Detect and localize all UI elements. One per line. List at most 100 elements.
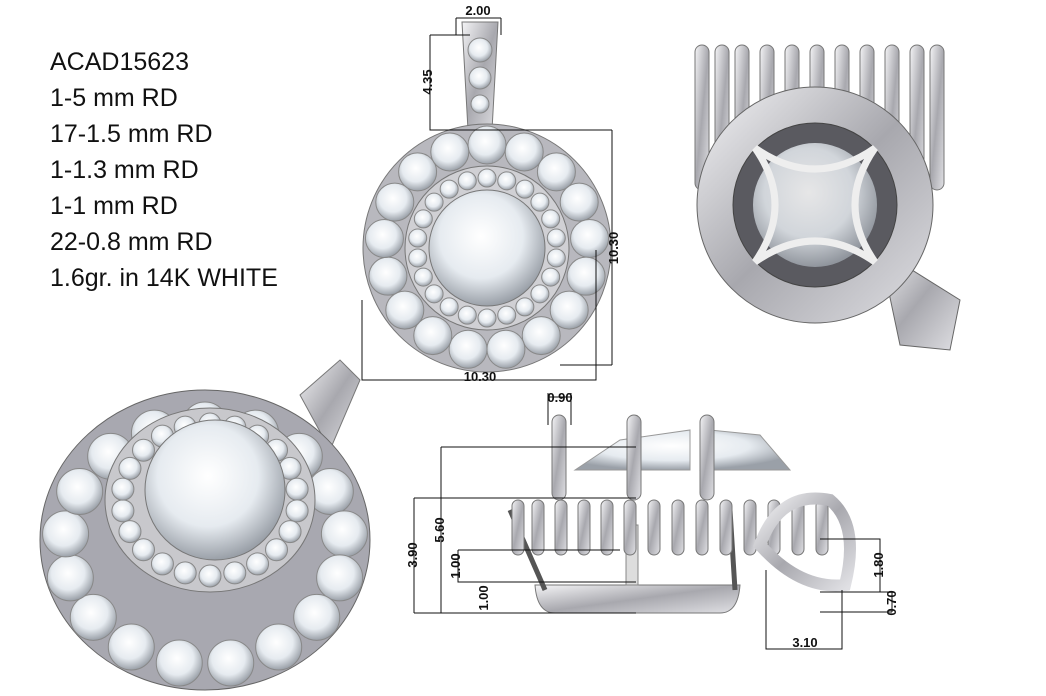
halo-stone bbox=[368, 256, 408, 296]
bail-stone bbox=[470, 94, 490, 114]
dim-base-height: 3.90 bbox=[405, 542, 420, 567]
halo-stone bbox=[546, 248, 566, 268]
halo-stone bbox=[430, 132, 470, 172]
halo-stone bbox=[278, 520, 302, 544]
center-stone bbox=[428, 189, 546, 307]
prong bbox=[626, 414, 642, 501]
spec-line: 1-1.3 mm RD bbox=[50, 156, 199, 184]
prong bbox=[743, 499, 757, 556]
halo-stone bbox=[497, 171, 517, 191]
back-view bbox=[694, 44, 961, 351]
dim-prong-width: 0.90 bbox=[547, 390, 572, 405]
halo-stone bbox=[541, 209, 561, 229]
halo-stone bbox=[316, 554, 364, 602]
halo-stone bbox=[118, 456, 142, 480]
dim-height: 10.30 bbox=[606, 232, 621, 265]
side-view bbox=[507, 414, 856, 614]
halo-stone bbox=[467, 125, 507, 165]
halo-stone bbox=[265, 538, 289, 562]
prong bbox=[577, 499, 591, 556]
side-dimensions: 0.90 5.60 3.90 1.00 1.00 1.80 0.70 3.10 bbox=[405, 390, 899, 650]
front-dimensions: 2.00 4.35 10.30 10.30 bbox=[361, 3, 621, 384]
halo-stone bbox=[570, 218, 610, 258]
perspective-view bbox=[39, 359, 371, 691]
bail-stone bbox=[467, 37, 493, 63]
dim-bail-opening-height: 1.80 bbox=[871, 552, 886, 577]
dim-bail-thickness: 0.70 bbox=[884, 590, 899, 615]
halo-stone bbox=[46, 554, 94, 602]
halo-stone bbox=[439, 297, 459, 317]
halo-stone bbox=[111, 499, 135, 523]
halo-stone bbox=[173, 561, 197, 585]
dim-bail-opening-width: 3.10 bbox=[792, 635, 817, 650]
prong bbox=[699, 414, 715, 501]
halo-stone bbox=[198, 564, 222, 588]
halo-stone bbox=[413, 316, 453, 356]
halo-stone bbox=[375, 182, 415, 222]
halo-stone bbox=[521, 316, 561, 356]
halo-stone bbox=[42, 510, 90, 558]
halo-stone bbox=[439, 179, 459, 199]
halo-stone bbox=[320, 510, 368, 558]
spec-line: 1-5 mm RD bbox=[50, 84, 178, 112]
halo-stone bbox=[118, 520, 142, 544]
spec-line: 17-1.5 mm RD bbox=[50, 120, 213, 148]
halo-stone bbox=[515, 179, 535, 199]
halo-stone bbox=[56, 468, 104, 516]
halo-stone bbox=[424, 192, 444, 212]
halo-stone bbox=[408, 248, 428, 268]
bail-perspective bbox=[299, 359, 361, 452]
halo-stone bbox=[150, 552, 174, 576]
dim-width: 10.30 bbox=[464, 369, 497, 384]
halo-stone bbox=[293, 593, 341, 641]
halo-stone bbox=[497, 305, 517, 325]
front-view bbox=[362, 21, 612, 373]
halo-stone bbox=[285, 499, 309, 523]
dim-rail-height: 1.00 bbox=[476, 585, 491, 610]
halo-stone bbox=[107, 623, 155, 671]
prong bbox=[647, 499, 661, 556]
prong bbox=[623, 499, 637, 556]
prong bbox=[815, 499, 829, 556]
halo-stone bbox=[408, 228, 428, 248]
halo-stone bbox=[131, 538, 155, 562]
halo-stone bbox=[155, 639, 203, 687]
halo-stone bbox=[541, 267, 561, 287]
halo-stone bbox=[477, 308, 497, 328]
halo-stone bbox=[424, 284, 444, 304]
halo-stone bbox=[477, 168, 497, 188]
halo-stone bbox=[223, 561, 247, 585]
halo-stone bbox=[398, 152, 438, 192]
prong bbox=[695, 499, 709, 556]
center-stone bbox=[144, 419, 286, 561]
spec-line: 1.6gr. in 14K WHITE bbox=[50, 264, 278, 292]
halo-stone bbox=[536, 152, 576, 192]
halo-stone bbox=[413, 209, 433, 229]
prong bbox=[929, 44, 945, 191]
dim-bail-height: 4.35 bbox=[420, 69, 435, 94]
halo-stone bbox=[530, 192, 550, 212]
halo-stone bbox=[559, 182, 599, 222]
halo-stone bbox=[530, 284, 550, 304]
model-number: ACAD15623 bbox=[50, 48, 189, 76]
halo-stone bbox=[385, 290, 425, 330]
dim-gallery-height: 1.00 bbox=[448, 553, 463, 578]
dim-bail-width: 2.00 bbox=[465, 3, 490, 18]
halo-stone bbox=[111, 477, 135, 501]
halo-stone bbox=[457, 171, 477, 191]
halo-stone bbox=[207, 639, 255, 687]
prong bbox=[551, 414, 567, 501]
halo-stone bbox=[131, 438, 155, 462]
prong bbox=[719, 499, 733, 556]
halo-stone bbox=[448, 329, 488, 369]
halo-stone bbox=[566, 256, 606, 296]
halo-stone bbox=[285, 477, 309, 501]
prong bbox=[554, 499, 568, 556]
spec-line: 22-0.8 mm RD bbox=[50, 228, 213, 256]
halo-stone bbox=[457, 305, 477, 325]
prong bbox=[671, 499, 685, 556]
dim-total-height: 5.60 bbox=[432, 517, 447, 542]
prong bbox=[531, 499, 545, 556]
spec-line: 1-1 mm RD bbox=[50, 192, 178, 220]
